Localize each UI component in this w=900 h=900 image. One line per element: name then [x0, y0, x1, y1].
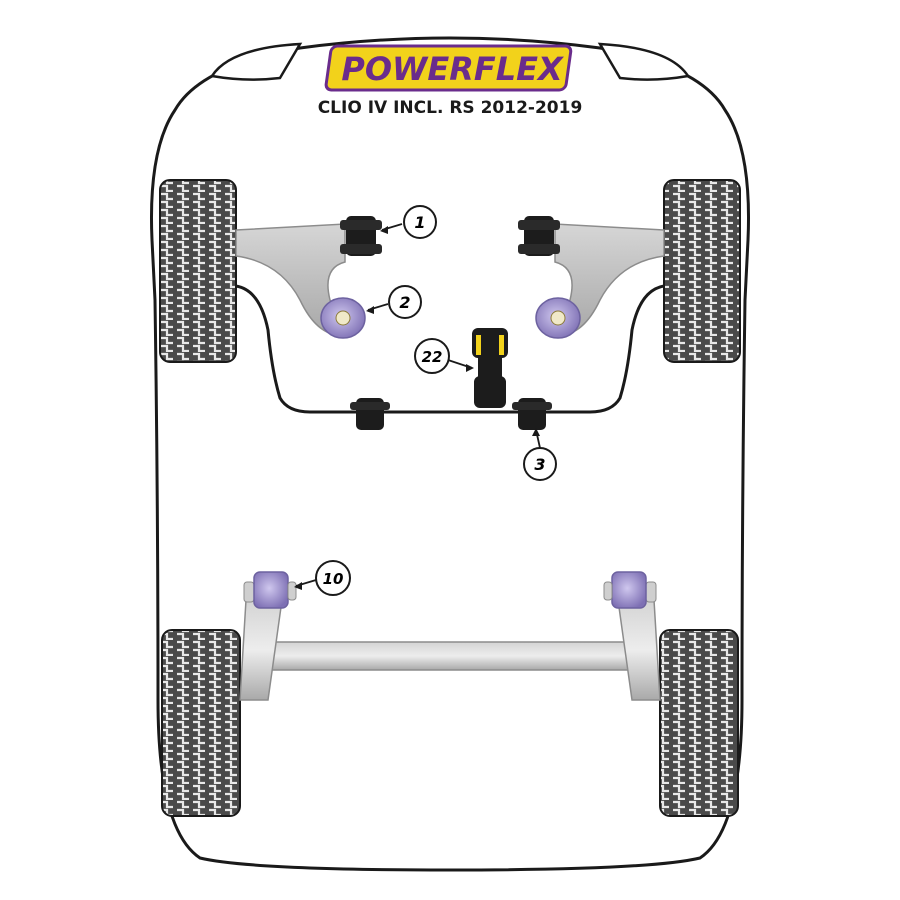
bush-2-left: [320, 297, 366, 339]
rear-left-wheel: [161, 629, 241, 817]
powerflex-logo: POWERFLEX: [324, 44, 573, 92]
bush-1-right: [518, 216, 560, 256]
front-anti-roll-bar: [235, 284, 665, 414]
bush-3-right: [512, 398, 552, 430]
bush-3-left: [350, 398, 390, 430]
front-left-wheel: [159, 179, 237, 363]
bush-10-left: [243, 571, 297, 609]
right-headlight: [597, 42, 691, 81]
model-title: CLIO IV INCL. RS 2012-2019: [318, 98, 583, 118]
rear-axle-beam: [257, 641, 643, 671]
bush-22-engine-mount: [472, 328, 508, 408]
callout-3-label: 3: [534, 455, 545, 474]
bush-10-right: [603, 571, 657, 609]
callout-2-label: 2: [399, 293, 410, 312]
callout-1: 1: [380, 205, 437, 239]
callout-10-label: 10: [323, 570, 344, 588]
front-right-wheel: [663, 179, 741, 363]
callout-22: 22: [414, 338, 474, 374]
callout-10: 10: [294, 560, 351, 596]
bush-1-left: [340, 216, 382, 256]
rear-right-wheel: [659, 629, 739, 817]
car-body-outline: [150, 36, 750, 872]
callout-1-label: 1: [414, 213, 425, 232]
callout-22-label: 22: [422, 348, 443, 366]
left-headlight: [209, 42, 303, 81]
callout-2: 2: [366, 285, 422, 319]
brand-name: POWERFLEX: [341, 50, 564, 88]
callout-3: 3: [523, 428, 557, 481]
bush-2-right: [535, 297, 581, 339]
